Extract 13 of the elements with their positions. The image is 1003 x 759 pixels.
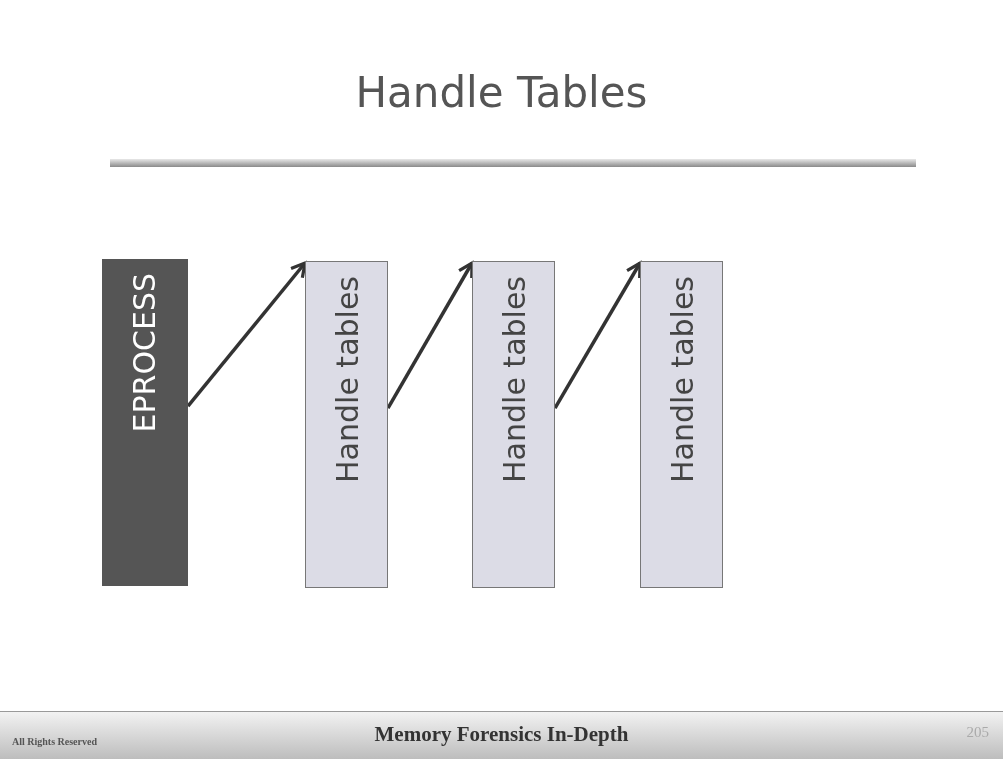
arrow [386,261,474,410]
arrow [553,261,642,410]
vertical-label: Handle tables [332,276,363,483]
vertical-label: Handle tables [667,276,698,483]
table-block [472,261,555,588]
slide-title: Handle Tables [355,68,648,117]
structure-block [102,259,188,586]
vertical-label: EPROCESS [130,273,160,433]
table-block [305,261,388,588]
copyright-note: All Rights Reserved [12,736,97,747]
vertical-label: Handle tables [499,276,530,483]
table-block [640,261,723,588]
footer-title: Memory Forensics In-Depth [374,722,629,747]
